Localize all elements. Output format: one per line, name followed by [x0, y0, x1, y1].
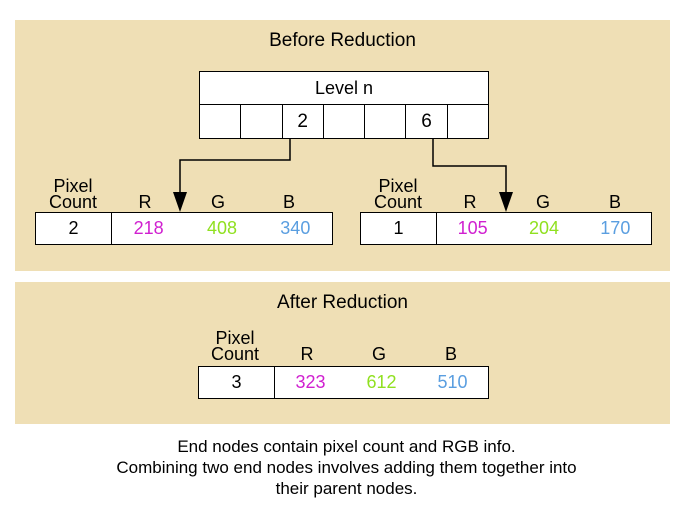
left-b-value: 340	[280, 218, 311, 238]
left-pixel-count-header: Pixel Count	[38, 176, 108, 212]
after-reduction-panel: After Reduction	[15, 282, 670, 424]
caption: End nodes contain pixel count and RGB in…	[0, 436, 693, 499]
right-b-value: 170	[600, 218, 631, 238]
after-count-label: Count	[210, 344, 260, 364]
after-b-header: B	[444, 344, 457, 364]
after-g-value: 612	[366, 372, 397, 392]
level-slot-0	[200, 105, 242, 139]
right-count-label: Count	[373, 192, 423, 212]
right-g-header: G	[535, 192, 550, 212]
left-b-header: B	[282, 192, 295, 212]
after-g-header: G	[371, 344, 386, 364]
right-b-header: B	[608, 192, 621, 212]
left-g-header: G	[210, 192, 225, 212]
right-connector-line	[432, 139, 507, 200]
left-arrowhead	[173, 192, 187, 212]
caption-line-1: End nodes contain pixel count and RGB in…	[177, 437, 516, 456]
after-r-header: R	[300, 344, 314, 364]
left-r-value: 218	[133, 218, 164, 238]
left-count-label: Count	[48, 192, 98, 212]
after-end-node: 3 323 612 510	[198, 366, 489, 399]
level-slot-1	[241, 105, 283, 139]
left-pixel-count: 2	[36, 213, 112, 244]
left-pixel-label: Pixel	[53, 176, 93, 196]
level-slot-4	[365, 105, 407, 139]
level-n-slots: 2 6	[200, 105, 488, 139]
after-pixel-count: 3	[199, 367, 275, 398]
after-pixel-label: Pixel	[215, 328, 255, 348]
left-end-node: 2 218 408 340	[35, 212, 333, 245]
left-g-value: 408	[206, 218, 238, 238]
right-pixel-count-header: Pixel Count	[363, 176, 433, 212]
level-n-label: Level n	[200, 72, 488, 105]
level-n-node: Level n 2 6	[199, 71, 489, 139]
caption-line-3: their parent nodes.	[275, 479, 418, 498]
right-r-header: R	[463, 192, 477, 212]
right-pixel-label: Pixel	[378, 176, 418, 196]
after-b-value: 510	[437, 372, 468, 392]
right-end-node: 1 105 204 170	[360, 212, 652, 245]
after-r-value: 323	[295, 372, 326, 392]
level-slot-5: 6	[406, 105, 448, 139]
right-r-value: 105	[457, 218, 488, 238]
left-r-header: R	[138, 192, 152, 212]
left-connector-line	[179, 139, 291, 200]
right-pixel-count: 1	[361, 213, 437, 244]
after-pixel-count-header: Pixel Count	[200, 328, 270, 364]
level-slot-2: 2	[283, 105, 324, 139]
right-arrowhead	[499, 192, 513, 212]
after-reduction-title: After Reduction	[277, 292, 408, 313]
right-g-value: 204	[528, 218, 560, 238]
before-reduction-title: Before Reduction	[269, 30, 416, 51]
level-slot-3	[324, 105, 366, 139]
caption-line-2: Combining two end nodes involves adding …	[116, 458, 577, 477]
